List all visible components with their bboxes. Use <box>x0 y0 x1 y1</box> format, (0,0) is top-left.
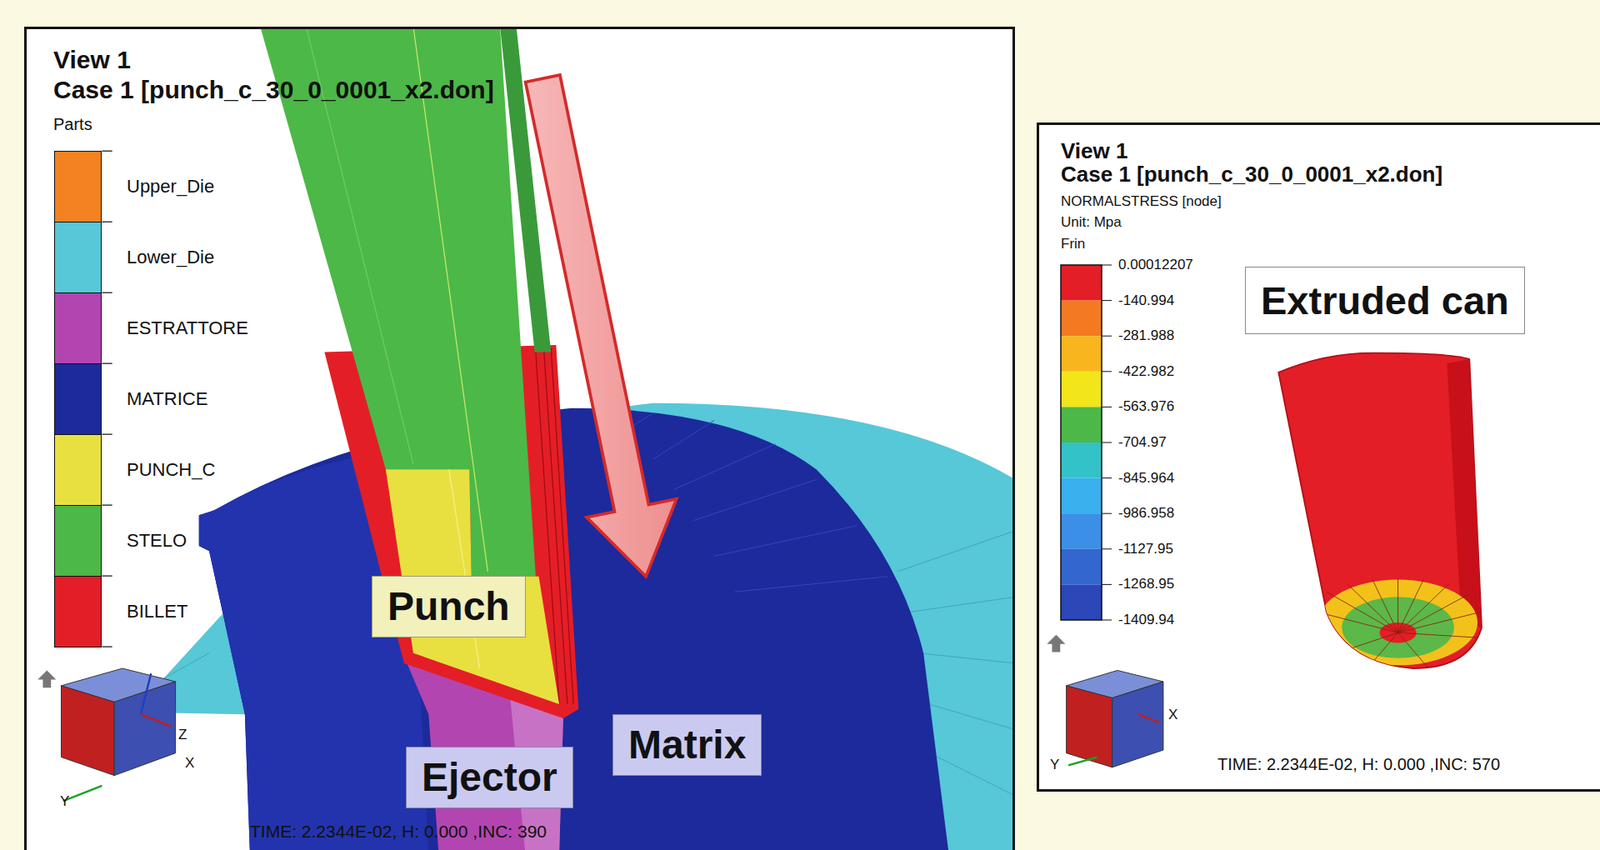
unit-text: Unit: Mpa <box>1060 214 1122 231</box>
legend-text: Lower_Die <box>126 246 215 268</box>
legend-text: BILLET <box>126 600 188 622</box>
callout-box: Matrix <box>612 714 762 776</box>
scale-value: -704.97 <box>1118 434 1167 451</box>
callout-text: Punch <box>387 586 510 627</box>
legend-swatch <box>54 505 102 577</box>
scale-value: -281.988 <box>1118 327 1175 345</box>
callout-box: Extruded can <box>1245 266 1525 335</box>
callout-box: Punch <box>371 575 526 638</box>
callout-box: Ejector <box>405 746 574 809</box>
time-stamp: TIME: 2.2344E-02, H: 0.000 ,INC: 390 <box>250 821 547 842</box>
scale-value: -422.982 <box>1118 363 1175 380</box>
scale-value: -140.994 <box>1118 292 1175 310</box>
callout-text: Ejector <box>421 757 558 798</box>
time-stamp: TIME: 2.2344E-02, H: 0.000 ,INC: 570 <box>1217 755 1500 775</box>
legend-text: STELO <box>126 530 187 551</box>
scale-value: -1127.95 <box>1118 540 1174 558</box>
result-mode: Frin <box>1060 235 1085 253</box>
axis-letter: Y <box>1050 756 1060 774</box>
axis-letter: X <box>1168 706 1178 724</box>
legend-text: PUNCH_C <box>126 459 215 480</box>
legend-swatch <box>54 221 102 294</box>
legend-swatch <box>54 575 102 648</box>
view-panel: View 1Case 1 [punch_c_30_0_0001_x2.don] P… <box>24 26 1015 850</box>
legend-title: Parts <box>53 115 93 135</box>
callout-text: Matrix <box>628 725 746 765</box>
view-title: View 1 <box>53 45 131 75</box>
legend-swatch <box>54 434 102 506</box>
scale-value: -563.976 <box>1118 399 1175 416</box>
axis-letter: Y <box>60 793 70 810</box>
result-name: NORMALSTRESS [node] <box>1060 193 1222 210</box>
case-title: Case 1 [punch_c_30_0_0001_x2.don] <box>1060 162 1443 188</box>
legend-swatch <box>54 292 102 365</box>
scale-value: -1409.94 <box>1118 611 1175 629</box>
scale-value: -1268.95 <box>1118 576 1175 594</box>
scale-value: 0.00012207 <box>1118 256 1194 274</box>
legend-swatch <box>54 363 102 435</box>
legend-swatch <box>54 150 102 223</box>
axis-letter: X <box>185 755 195 772</box>
callout-text: Extruded can <box>1260 280 1510 320</box>
scale-value: -986.958 <box>1118 505 1175 522</box>
legend-text: ESTRATTORE <box>126 317 249 339</box>
view-title: View 1 <box>1060 139 1128 165</box>
legend-text: Upper_Die <box>126 175 215 197</box>
legend-text: MATRICE <box>126 388 208 410</box>
scale-value: -845.964 <box>1118 470 1175 487</box>
axis-letter: Z <box>178 726 187 744</box>
case-title: Case 1 [punch_c_30_0_0001_x2.don] <box>53 75 495 105</box>
